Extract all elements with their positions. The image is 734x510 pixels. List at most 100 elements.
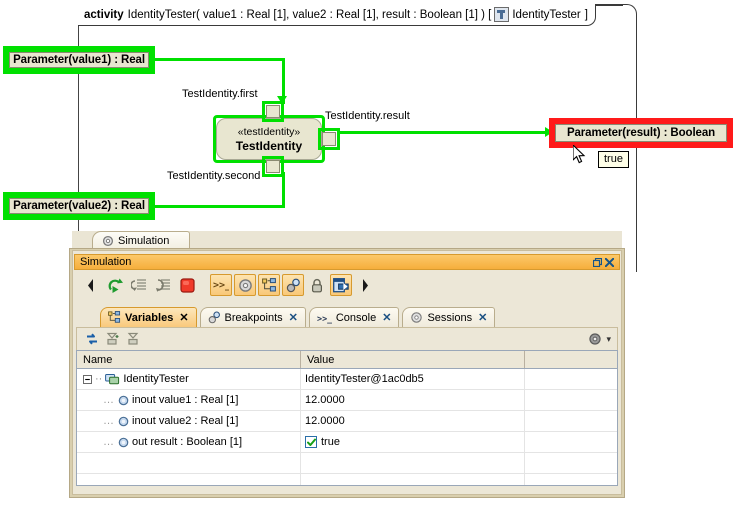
output-pin-result[interactable] — [322, 132, 336, 146]
tab-variables[interactable]: Variables ✕ — [100, 307, 197, 327]
tab-sessions[interactable]: Sessions ✕ — [402, 307, 496, 327]
edge-value2-to-second-vertical — [282, 172, 285, 208]
refresh-icon — [87, 333, 97, 345]
tab-sessions-label: Sessions — [427, 311, 473, 324]
restore-icon[interactable] — [591, 256, 603, 268]
table-row[interactable]: ·· IdentityTester IdentityTester@1ac0db5 — [77, 369, 617, 390]
variables-toggle-icon[interactable] — [258, 274, 280, 296]
variables-table: Name Value ·· IdentityTester IdentityTes… — [76, 350, 618, 486]
activity-parameter-node-result[interactable]: Parameter(result) : Boolean — [549, 118, 733, 148]
collapse-left-arrow-icon[interactable] — [80, 274, 102, 296]
tab-console[interactable]: >>_ Console ✕ — [308, 307, 400, 327]
lock-button[interactable] — [306, 274, 328, 296]
gear-icon — [102, 235, 114, 247]
simulation-inner-tabs: Variables ✕ Breakpoints ✕ >>_ Console ✕ … — [74, 306, 620, 327]
instance-icon — [105, 373, 120, 385]
variables-toolbar: ▾ — [76, 327, 618, 350]
variables-table-header: Name Value — [77, 351, 617, 369]
variables-options-dropdown-icon[interactable]: ▾ — [606, 333, 611, 344]
row-name: inout value2 : Real [1] — [132, 415, 239, 427]
stop-button[interactable] — [176, 274, 198, 296]
action-name: TestIdentity — [235, 138, 303, 153]
parameter-value2-label: Parameter(value2) : Real — [9, 198, 149, 214]
row-name: IdentityTester — [123, 373, 189, 385]
property-icon — [118, 416, 129, 427]
activity-diagram-name: IdentityTester — [512, 8, 581, 21]
debug-toolbar: >>_ — [74, 271, 620, 299]
table-row-empty[interactable] — [77, 453, 617, 474]
activity-parameter-node-value1[interactable]: Parameter(value1) : Real — [3, 46, 155, 74]
row-value: true — [321, 436, 340, 448]
tab-breakpoints-label: Breakpoints — [224, 311, 283, 324]
variables-options-button[interactable] — [588, 332, 602, 346]
tab-simulation[interactable]: Simulation — [92, 231, 190, 250]
row-value: IdentityTester@1ac0db5 — [301, 369, 525, 389]
close-icon[interactable] — [603, 256, 615, 268]
pin-first-selection — [262, 101, 284, 122]
row-name: out result : Boolean [1] — [132, 436, 243, 448]
refresh-button[interactable] — [85, 332, 99, 346]
mouse-cursor-icon — [573, 145, 586, 164]
row-value: 12.0000 — [301, 390, 525, 410]
collapse-all-icon — [127, 332, 139, 345]
animation-toggle-gear-icon[interactable] — [234, 274, 256, 296]
activity-keyword: activity — [84, 8, 124, 21]
row-value: 12.0000 — [301, 411, 525, 431]
tab-sessions-close-icon[interactable]: ✕ — [478, 312, 488, 324]
column-header-value[interactable]: Value — [301, 351, 525, 368]
table-row[interactable]: … inout value1 : Real [1] 12.0000 — [77, 390, 617, 411]
property-icon — [118, 395, 129, 406]
column-header-name[interactable]: Name — [77, 351, 301, 368]
column-header-extra — [525, 351, 617, 368]
gear-icon — [589, 333, 602, 345]
collapse-all-button[interactable] — [127, 332, 141, 346]
expand-right-arrow-icon[interactable] — [354, 274, 376, 296]
edge-label-result: TestIdentity.result — [325, 110, 410, 122]
console-icon: >>_ — [317, 313, 332, 323]
boolean-checkbox-true[interactable] — [305, 436, 317, 448]
parameter-value1-label: Parameter(value1) : Real — [9, 52, 149, 68]
edge-value1-to-first-horizontal — [155, 58, 285, 61]
activity-header-bracket: ] — [584, 8, 588, 21]
simulation-panel-title: Simulation — [80, 256, 132, 268]
activity-signature: IdentityTester( value1 : Real [1], value… — [127, 8, 492, 21]
table-row[interactable]: … inout value2 : Real [1] 12.0000 — [77, 411, 617, 432]
edge-result-to-parameter — [337, 131, 552, 134]
value-tooltip: true — [598, 151, 629, 168]
edge-arrow-first — [277, 96, 287, 104]
activity-frame-left-border — [78, 26, 79, 266]
resume-button[interactable] — [104, 274, 126, 296]
call-behavior-action-testidentity[interactable]: «testIdentity» TestIdentity — [216, 118, 322, 160]
tab-console-label: Console — [335, 311, 377, 324]
activity-frame-corner — [619, 4, 637, 22]
simulation-panel-titlebar: Simulation — [74, 254, 620, 270]
edge-value2-to-second-horizontal — [155, 205, 285, 208]
svg-text:>>_: >>_ — [213, 280, 229, 291]
tab-variables-label: Variables — [125, 311, 174, 324]
activity-parameter-node-value2[interactable]: Parameter(value2) : Real — [3, 192, 155, 220]
breakpoints-toggle-icon[interactable] — [282, 274, 304, 296]
edge-label-first: TestIdentity.first — [182, 88, 258, 100]
parameter-result-label: Parameter(result) : Boolean — [555, 124, 727, 142]
tree-expander-icon[interactable] — [83, 374, 92, 384]
console-toggle[interactable]: >>_ — [210, 274, 232, 296]
tab-breakpoints[interactable]: Breakpoints ✕ — [199, 307, 306, 327]
step-into-button[interactable] — [128, 274, 150, 296]
input-pin-second[interactable] — [266, 160, 280, 173]
open-session-button[interactable] — [330, 274, 352, 296]
tab-variables-close-icon[interactable]: ✕ — [179, 312, 189, 324]
expand-all-icon — [106, 332, 119, 345]
table-row[interactable]: … out result : Boolean [1] true — [77, 432, 617, 453]
action-stereotype: «testIdentity» — [237, 125, 301, 138]
expand-all-button[interactable] — [106, 332, 120, 346]
variables-icon — [108, 311, 121, 323]
activity-diagram-icon — [494, 7, 510, 22]
tab-breakpoints-close-icon[interactable]: ✕ — [288, 312, 298, 324]
input-pin-first[interactable] — [266, 105, 280, 118]
row-name: inout value1 : Real [1] — [132, 394, 239, 406]
tab-console-close-icon[interactable]: ✕ — [382, 312, 392, 324]
table-row-empty[interactable] — [77, 474, 617, 485]
step-over-button[interactable] — [152, 274, 174, 296]
svg-text:>>_: >>_ — [317, 313, 332, 323]
property-icon — [118, 437, 129, 448]
